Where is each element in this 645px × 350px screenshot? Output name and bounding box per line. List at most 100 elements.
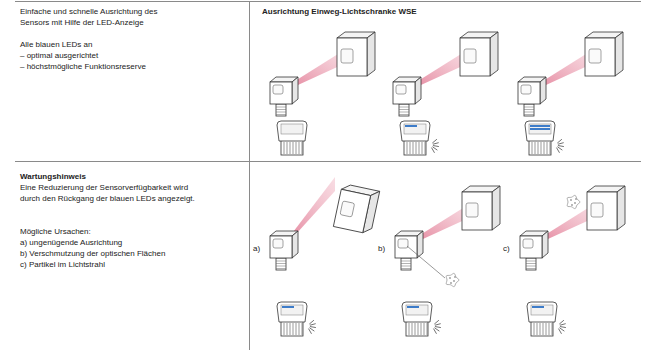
display-rib — [293, 323, 294, 335]
particle-dot — [449, 277, 451, 279]
receiver-front — [333, 189, 370, 232]
led-glow — [432, 147, 437, 150]
sender-front — [395, 236, 417, 258]
display-rib — [427, 323, 428, 335]
sender — [270, 231, 298, 270]
display-rib — [293, 142, 294, 154]
callout-letter: a) — [253, 243, 277, 254]
led-bar — [530, 128, 550, 130]
led-glow — [434, 320, 439, 324]
heading: Ausrichtung Einweg-Lichtschranke WSE — [262, 6, 582, 17]
particle-dot — [571, 204, 573, 206]
sender-front — [518, 82, 540, 104]
display-rib — [544, 142, 545, 154]
table-divider — [249, 1, 250, 350]
led-glow — [559, 329, 562, 334]
display-rib — [425, 142, 426, 154]
led-bar — [282, 306, 294, 308]
sender-lens — [521, 85, 531, 94]
sender-connector — [526, 258, 536, 270]
sender-connector — [276, 104, 286, 116]
callout-letter: b) — [378, 243, 402, 254]
display-rib — [412, 323, 413, 335]
connector-thread — [276, 261, 286, 262]
connector-thread — [276, 107, 286, 108]
display-rib — [284, 142, 285, 154]
display-rib — [290, 323, 291, 335]
led-glow — [309, 320, 314, 324]
sensor-scene — [270, 177, 380, 336]
sender-side — [292, 231, 298, 258]
note-text: Eine Reduzierung der Sensorverfügbarkeit… — [20, 182, 198, 204]
sender-front — [270, 236, 292, 258]
connector-thread — [276, 114, 286, 115]
led-glow — [309, 329, 312, 334]
display-rib — [532, 142, 533, 154]
particle-outline — [567, 195, 580, 208]
sender — [518, 77, 546, 116]
sender-front — [393, 82, 415, 104]
display-body — [281, 321, 303, 336]
display-rib — [302, 323, 303, 335]
display-rib — [296, 323, 297, 335]
connector-thread — [401, 268, 411, 269]
led-glow — [434, 328, 439, 331]
led-glow — [434, 329, 437, 334]
display-body — [406, 321, 428, 336]
display-rib — [287, 142, 288, 154]
led-glow — [435, 324, 441, 326]
led-bar — [532, 306, 544, 308]
note-text: – optimal ausgerichtet — [20, 50, 230, 61]
note-text: – höchstmögliche Funktionsreserve — [20, 61, 230, 72]
display-cap — [402, 302, 432, 322]
callout-letter: c) — [503, 243, 527, 254]
display-rib — [418, 323, 419, 335]
connector-thread — [524, 109, 534, 110]
display-rib — [287, 323, 288, 335]
display-window — [406, 305, 428, 315]
display-cap — [277, 121, 307, 141]
led-glow — [435, 327, 441, 328]
heading: Wartungshinweis — [20, 171, 230, 182]
led-glow — [310, 327, 316, 328]
led-bar — [405, 125, 417, 127]
particle-dot — [575, 198, 577, 200]
led-glow — [433, 146, 439, 147]
receiver — [460, 32, 498, 76]
display-rib — [407, 142, 408, 154]
display-body — [404, 140, 426, 155]
sender-connector — [401, 258, 411, 270]
display-rib — [299, 323, 300, 335]
display-rib — [546, 323, 547, 335]
connector-thread — [526, 263, 536, 264]
sender-lens — [273, 239, 283, 248]
led-glow — [560, 327, 566, 328]
receiver-lens — [341, 49, 353, 63]
sender-connector — [276, 258, 286, 270]
display-cap — [400, 121, 430, 141]
display-rib — [540, 323, 541, 335]
receiver-lens — [591, 203, 603, 217]
display-rib — [549, 323, 550, 335]
display-rib — [416, 142, 417, 154]
sender-side — [417, 231, 423, 258]
sender-side — [415, 77, 421, 104]
receiver — [587, 186, 625, 230]
display-rib — [419, 142, 420, 154]
led-display — [277, 302, 316, 336]
sender-front — [520, 236, 542, 258]
display-rib — [290, 142, 291, 154]
led-glow — [310, 324, 316, 326]
sender-side — [540, 77, 546, 104]
sender-lens — [523, 239, 533, 248]
display-window — [529, 124, 551, 134]
particle — [446, 273, 459, 286]
display-window — [531, 305, 553, 315]
receiver — [337, 32, 375, 76]
sensor-scene — [520, 186, 625, 336]
sender-side — [542, 231, 548, 258]
display-cap — [277, 302, 307, 322]
display-rib — [534, 323, 535, 335]
led-glow — [433, 143, 439, 145]
